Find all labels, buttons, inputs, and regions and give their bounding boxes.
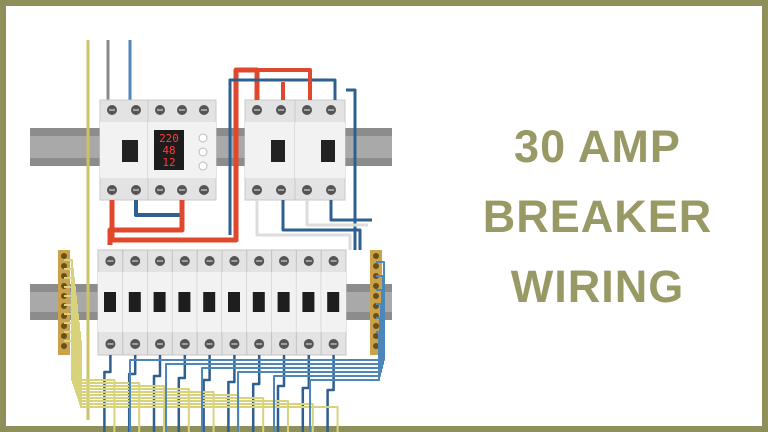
mcb-output-wire bbox=[152, 355, 162, 432]
wire-red-bridge bbox=[107, 200, 185, 245]
terminal-block-screw bbox=[61, 263, 67, 269]
mcb-output-wire bbox=[276, 355, 286, 432]
terminal-block-screw bbox=[373, 293, 379, 299]
breaker-toggle bbox=[271, 140, 285, 162]
meter-button bbox=[198, 161, 208, 171]
meter-display bbox=[154, 130, 184, 170]
mcb-output-wire bbox=[202, 355, 211, 432]
terminal-block-screw bbox=[61, 323, 67, 329]
terminal-block-screw bbox=[61, 333, 67, 339]
terminal-block-screw bbox=[61, 343, 67, 349]
breaker-module-2-face bbox=[295, 122, 345, 178]
wire-blue-3 bbox=[329, 200, 372, 222]
terminal-block-screw bbox=[373, 263, 379, 269]
mcb-toggle bbox=[302, 292, 315, 312]
mcb-output-wire bbox=[301, 355, 311, 432]
wire-blue-2 bbox=[281, 200, 362, 250]
meter-button bbox=[198, 133, 208, 143]
title-line-3: WIRING bbox=[510, 261, 685, 312]
mcb-output-wire bbox=[326, 355, 335, 432]
mcb-toggle bbox=[203, 292, 216, 312]
wire-blue-side bbox=[346, 88, 357, 250]
terminal-block-screw bbox=[373, 333, 379, 339]
wire-white-2 bbox=[305, 200, 368, 227]
mcb-output-wire bbox=[103, 355, 112, 432]
terminal-block bbox=[58, 250, 70, 355]
mcb-toggle bbox=[228, 292, 240, 312]
terminal-block-screw bbox=[373, 323, 379, 329]
mcb-output-wire bbox=[227, 355, 236, 432]
meter-reading-2: 48 bbox=[162, 144, 175, 157]
mcb-toggle bbox=[327, 292, 340, 312]
meter-reading-1: 220 bbox=[159, 132, 179, 145]
return-wire bbox=[309, 331, 380, 432]
terminal-block-screw bbox=[373, 253, 379, 259]
mcb-output-wire bbox=[177, 355, 187, 432]
mcb-toggle bbox=[153, 292, 166, 312]
mcb-toggle bbox=[178, 292, 191, 312]
terminal-block-screw bbox=[373, 283, 379, 289]
neutral-wire bbox=[64, 340, 339, 432]
mcb-toggle bbox=[252, 292, 265, 312]
mcb-toggle bbox=[104, 292, 116, 312]
wire-red-top-link bbox=[258, 68, 312, 100]
terminal-block-screw bbox=[61, 253, 67, 259]
breaker-module-1-face bbox=[245, 122, 295, 178]
rcd-toggle bbox=[122, 140, 138, 162]
title-line-1: 30 AMP bbox=[514, 121, 681, 172]
title-line-2: BREAKER bbox=[482, 191, 713, 242]
page-title: 30 AMP BREAKER WIRING bbox=[470, 112, 725, 322]
wire-white-1 bbox=[255, 200, 352, 250]
wire-blue-neutral bbox=[110, 200, 184, 232]
meter-button bbox=[198, 147, 208, 157]
meter-reading-3: 12 bbox=[162, 156, 175, 169]
mcb-toggle bbox=[128, 292, 141, 312]
breaker-toggle bbox=[321, 140, 335, 162]
terminal-block-screw bbox=[373, 343, 379, 349]
mcb-toggle bbox=[277, 292, 290, 312]
mcb-output-wire bbox=[251, 355, 261, 432]
wire-blue-feed bbox=[228, 78, 337, 235]
